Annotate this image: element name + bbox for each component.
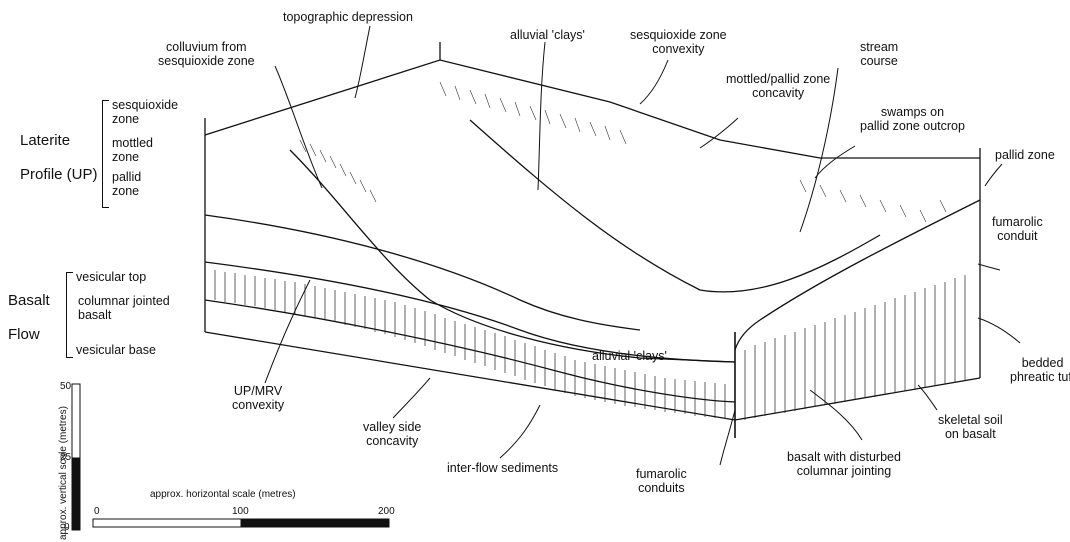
label-vesicular-top: vesicular top: [76, 270, 146, 284]
label-mottled-zone: mottled zone: [112, 136, 153, 164]
label-laterite: Laterite: [20, 132, 70, 149]
label-swamps: swamps on pallid zone outcrop: [860, 105, 965, 133]
label-fumarolic-conduits: fumarolic conduits: [636, 467, 687, 495]
horizontal-tick-100: 100: [232, 506, 249, 518]
horizontal-scale-title: approx. horizontal scale (metres): [150, 489, 296, 501]
label-profile-up: Profile (UP): [20, 166, 98, 183]
surface-texture: [300, 82, 946, 222]
horizontal-scale-bar: [93, 519, 389, 527]
label-mottled-pallid-concavity: mottled/pallid zone concavity: [726, 72, 830, 100]
label-valley-side: valley side concavity: [363, 420, 421, 448]
valley-right-slope: [735, 200, 980, 350]
leader-lines: [265, 26, 1020, 465]
label-colluvium: colluvium from sesquioxide zone: [158, 40, 255, 68]
laterite-bracket: [102, 100, 109, 208]
label-alluvial-clays-top: alluvial 'clays': [510, 28, 585, 42]
label-sesquioxide-zone: sesquioxide zone: [112, 98, 178, 126]
block-front-edge: [205, 332, 980, 420]
vertical-scale-title: approx. vertical scale (metres): [58, 406, 69, 540]
vertical-tick-0: 0: [64, 522, 70, 534]
laterite-base: [205, 215, 640, 330]
label-sesquioxide-convexity: sesquioxide zone convexity: [630, 28, 727, 56]
columnar-hatching: [215, 270, 965, 420]
label-pallid-zone: pallid zone: [112, 170, 141, 198]
label-up-mrv: UP/MRV convexity: [232, 384, 284, 412]
label-columnar-basalt: columnar jointed basalt: [78, 294, 170, 322]
label-inter-flow: inter-flow sediments: [447, 461, 558, 475]
label-pallid-zone-right: pallid zone: [995, 148, 1055, 162]
vertical-scale-bar: [72, 384, 80, 530]
label-topographic-depression: topographic depression: [283, 10, 413, 24]
horizontal-tick-0: 0: [94, 506, 100, 518]
label-bedded-tuff: bedded phreatic tuff: [1010, 356, 1070, 384]
label-flow: Flow: [8, 326, 40, 343]
label-vesicular-base: vesicular base: [76, 343, 156, 357]
label-skeletal-soil: skeletal soil on basalt: [938, 413, 1003, 441]
horizontal-tick-200: 200: [378, 506, 395, 518]
basalt-bracket: [66, 272, 73, 358]
vertical-tick-25: 25: [60, 452, 71, 464]
label-stream-course: stream course: [860, 40, 898, 68]
vertical-tick-50: 50: [60, 381, 71, 393]
valley-left-slope: [290, 150, 735, 362]
label-basalt: Basalt: [8, 292, 50, 309]
label-fumarolic-conduit: fumarolic conduit: [992, 215, 1043, 243]
stream-line: [470, 120, 880, 292]
label-alluvial-clays-front: alluvial 'clays': [592, 349, 667, 363]
label-basalt-disturbed: basalt with disturbed columnar jointing: [787, 450, 901, 478]
